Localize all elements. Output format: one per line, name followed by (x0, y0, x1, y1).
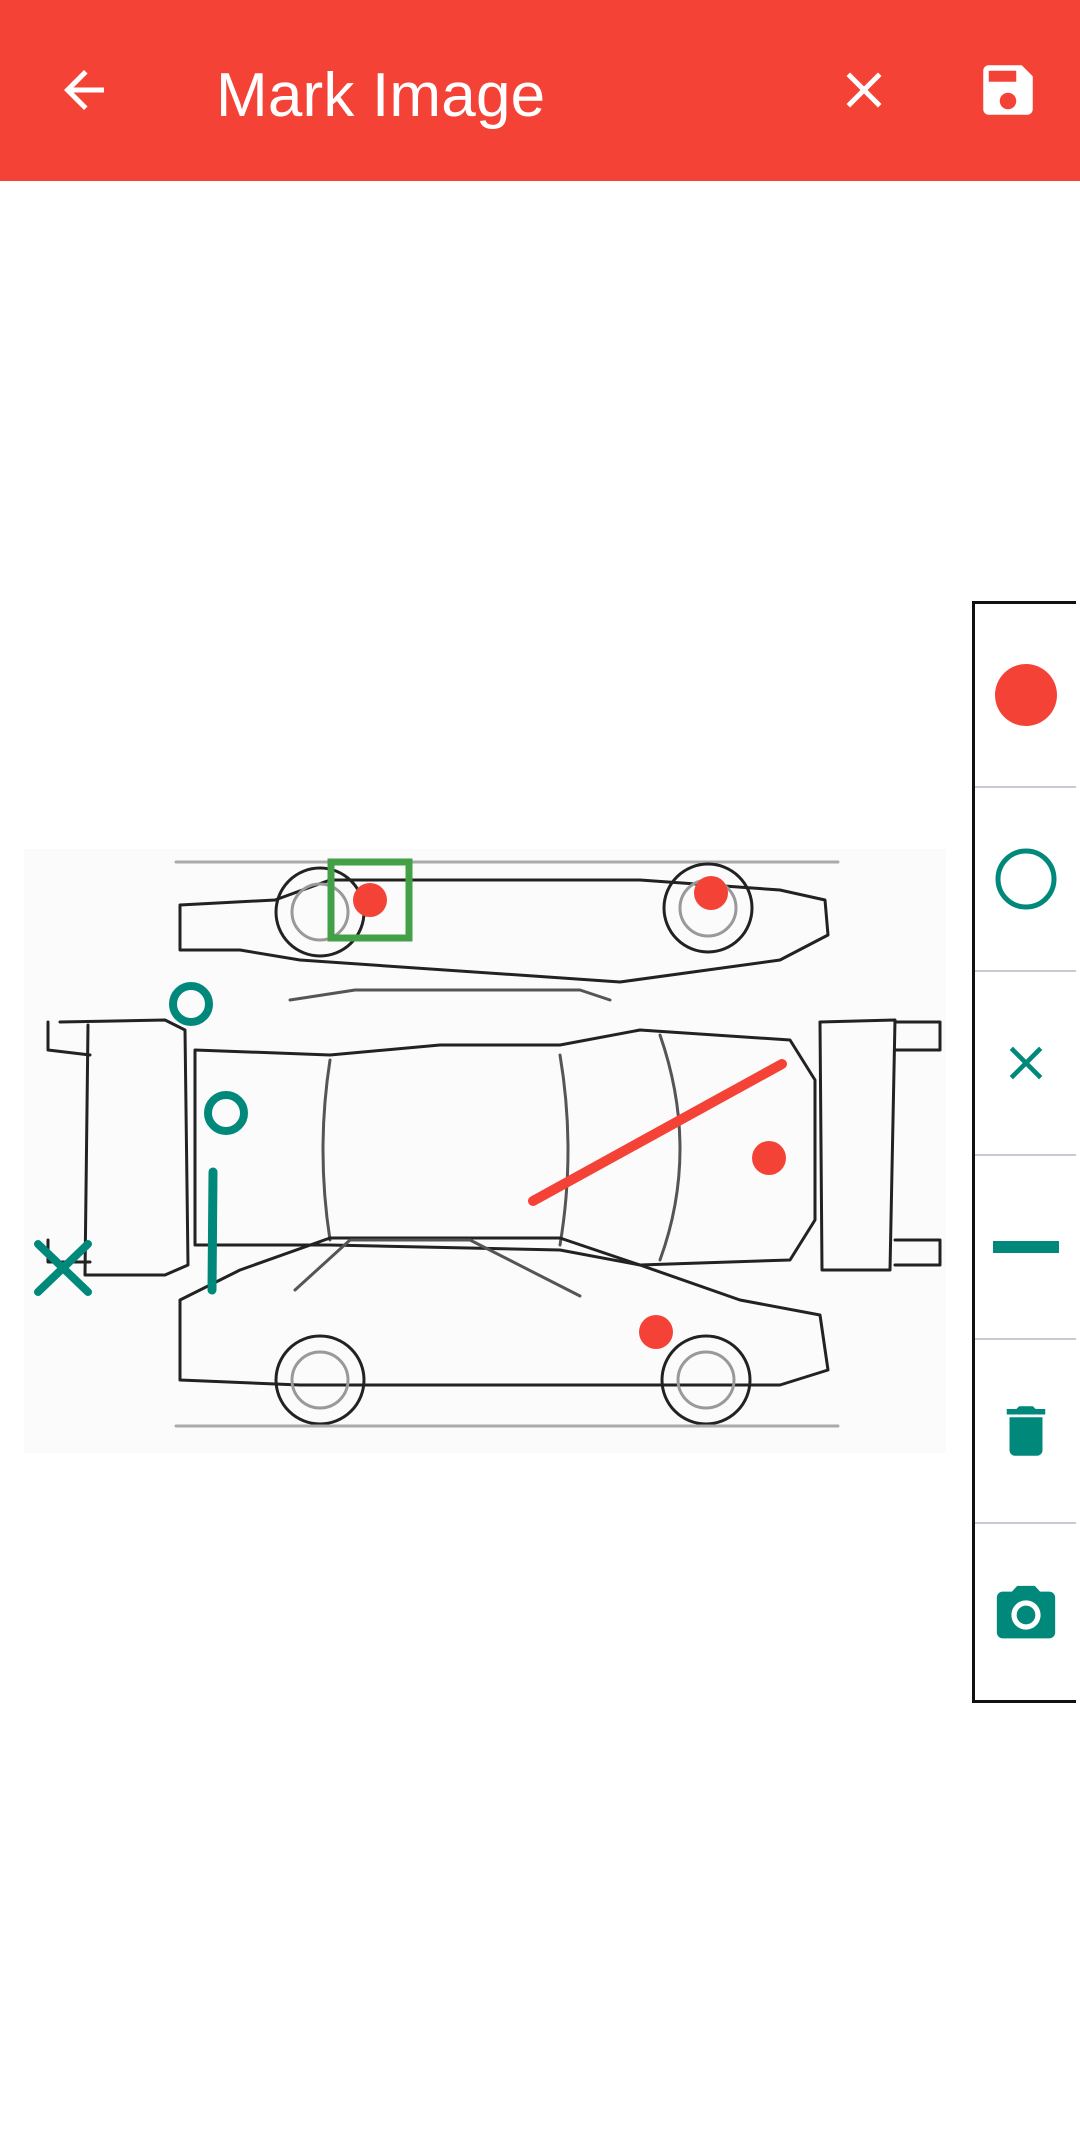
damage-dot[interactable] (639, 1315, 673, 1349)
back-button[interactable] (36, 42, 132, 138)
tool-dot[interactable] (975, 604, 1076, 786)
divider (975, 1338, 1076, 1340)
damage-cross[interactable] (34, 1240, 92, 1296)
damage-line[interactable] (207, 1167, 218, 1295)
car-outline-diagram[interactable] (24, 849, 946, 1453)
cross-mark-icon (1009, 1046, 1042, 1080)
tool-circle[interactable] (975, 788, 1076, 970)
selection-box[interactable] (327, 858, 413, 942)
tool-cross[interactable] (975, 972, 1076, 1154)
close-icon (846, 72, 882, 108)
divider (975, 1522, 1076, 1524)
floppy-disk-icon (983, 65, 1033, 115)
tool-camera[interactable] (975, 1524, 1076, 1706)
damage-circle[interactable] (204, 1091, 248, 1135)
damage-dot[interactable] (694, 876, 728, 910)
app-bar: Mark Image (0, 0, 1080, 181)
damage-line[interactable] (528, 1059, 787, 1206)
circle-outline-icon (995, 848, 1056, 910)
divider (975, 970, 1076, 972)
damage-dot[interactable] (353, 883, 387, 917)
tool-palette (972, 601, 1076, 1703)
close-button[interactable] (816, 42, 912, 138)
save-button[interactable] (960, 42, 1056, 138)
page-title: Mark Image (216, 61, 546, 130)
line-icon (992, 1241, 1059, 1253)
divider (975, 786, 1076, 788)
tool-line[interactable] (975, 1156, 1076, 1338)
camera-icon (996, 1585, 1055, 1639)
trash-icon (1006, 1406, 1045, 1456)
damage-dot[interactable] (752, 1141, 786, 1175)
damage-circle[interactable] (169, 982, 213, 1026)
arrow-left-icon (64, 70, 104, 110)
divider (975, 1154, 1076, 1156)
tool-delete[interactable] (975, 1340, 1076, 1522)
filled-dot-icon (994, 664, 1057, 726)
